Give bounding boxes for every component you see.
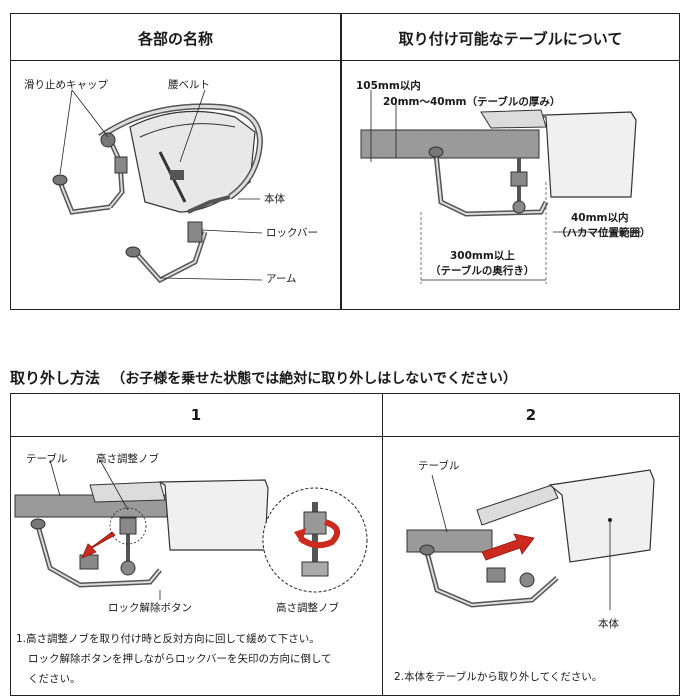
max-height-label: 105mm以内 (356, 80, 421, 92)
step1-instruction-line3: ください。 (28, 673, 81, 685)
step2-instruction: 2.本体をテーブルから取り外してください。 (394, 671, 603, 683)
step2-table-label: テーブル (418, 460, 460, 472)
step1-knob-label: 高さ調整ノブ (96, 453, 159, 465)
removal-title-text: 取り外し方法 (10, 369, 101, 387)
parts-names-heading: 各部の名称 (137, 30, 213, 48)
parts-names-header-divider (10, 60, 341, 61)
step2-body-label: 本体 (598, 618, 619, 630)
removal-title: 取り外し方法 （お子様を乗せた状態では絶対に取り外しはしないでください） (10, 367, 517, 388)
step1-instruction-line1: 1.高さ調整ノブを取り付け時と反対方向に回して緩めて下さい。 (16, 633, 320, 645)
step2-illustration (406, 469, 655, 610)
depth-note-label: （テーブルの奥行き） (430, 265, 535, 277)
removal-header-divider (10, 436, 680, 437)
lock-bar-label: ロックバー (266, 227, 318, 239)
step1-illustration (14, 459, 368, 600)
step2-number: 2 (525, 406, 537, 424)
step1-zoom-knob-label: 高さ調整ノブ (276, 602, 339, 614)
waist-belt-label: 腰ベルト (168, 79, 210, 91)
table-mount-diagram (360, 90, 641, 284)
anti-slip-cap-label: 滑り止めキャップ (24, 79, 108, 91)
table-compat-heading: 取り付け可能なテーブルについて (398, 30, 623, 48)
step1-release-button-label: ロック解除ボタン (108, 602, 192, 614)
hakama-width-label: 40mm以内 (571, 212, 629, 224)
body-label: 本体 (264, 193, 285, 205)
arm-label: アーム (266, 273, 297, 285)
removal-warning: （お子様を乗せた状態では絶対に取り外しはしないでください） (111, 371, 517, 387)
removal-steps-table (10, 393, 680, 696)
hakama-range-label: （ハカマ位置範囲） (556, 227, 651, 239)
step1-instruction-line2: ロック解除ボタンを押しながらロックバーを矢印の方向に倒して (28, 653, 332, 665)
removal-column-divider (382, 393, 383, 696)
high-chair-illustration (52, 89, 264, 284)
table-compat-panel (341, 13, 680, 310)
thickness-label: 20mm〜40mm（テーブルの厚み） (383, 96, 561, 108)
depth-label: 300mm以上 (450, 250, 515, 262)
table-compat-header-divider (341, 60, 680, 61)
parts-names-panel (10, 13, 341, 310)
step1-table-label: テーブル (26, 453, 68, 465)
step1-number: 1 (190, 406, 202, 424)
